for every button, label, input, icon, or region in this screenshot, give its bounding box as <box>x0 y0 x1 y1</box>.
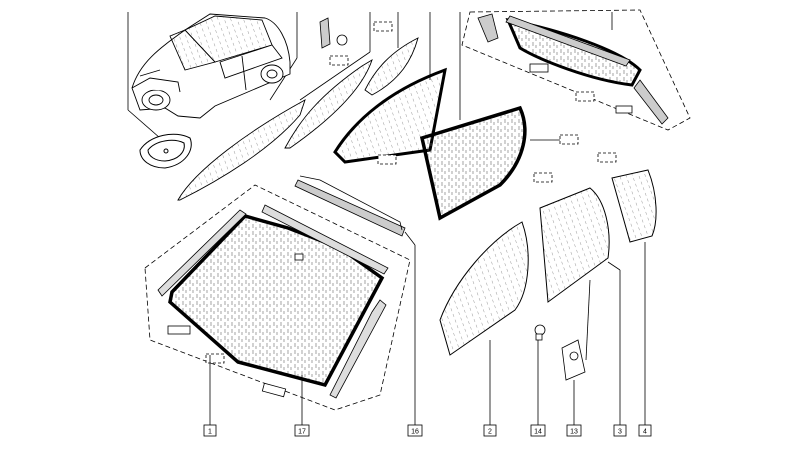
callout-14-label: 14 <box>534 429 542 436</box>
windscreen-glass <box>168 214 385 388</box>
quarter-glass <box>597 152 657 425</box>
callout-13-label: 13 <box>570 429 578 436</box>
car-illustration <box>131 13 291 119</box>
regulator-bracket-part <box>561 279 591 425</box>
callout-2-label: 2 <box>488 429 492 436</box>
top-leader-lines <box>127 12 613 139</box>
callout-13: 13 <box>566 424 582 437</box>
front-side-glass <box>177 37 419 201</box>
rear-window-glass <box>419 105 579 221</box>
callout-17: 17 <box>294 424 310 437</box>
rear-door-glass <box>533 172 621 425</box>
bottom-leader-lines <box>209 231 416 425</box>
callout-16: 16 <box>407 424 423 437</box>
callout-4: 4 <box>638 424 652 437</box>
callout-2: 2 <box>483 424 497 437</box>
mirror-glass-part <box>139 133 192 169</box>
callout-16-label: 16 <box>411 429 419 436</box>
rear-door-frame-glass <box>333 67 447 165</box>
tailgate-glass-group <box>461 9 691 131</box>
windscreen-group <box>144 184 411 411</box>
top-small-parts <box>319 17 393 66</box>
windscreen-upper-seal <box>294 175 406 237</box>
callout-14: 14 <box>530 424 546 437</box>
callout-3-label: 3 <box>618 429 622 436</box>
callout-17-label: 17 <box>298 429 306 436</box>
callout-1-label: 1 <box>208 429 212 436</box>
callout-1: 1 <box>203 424 217 437</box>
fastener-part <box>534 324 546 425</box>
callout-3: 3 <box>613 424 627 437</box>
front-door-glass <box>439 221 529 425</box>
callout-4-label: 4 <box>643 429 647 436</box>
